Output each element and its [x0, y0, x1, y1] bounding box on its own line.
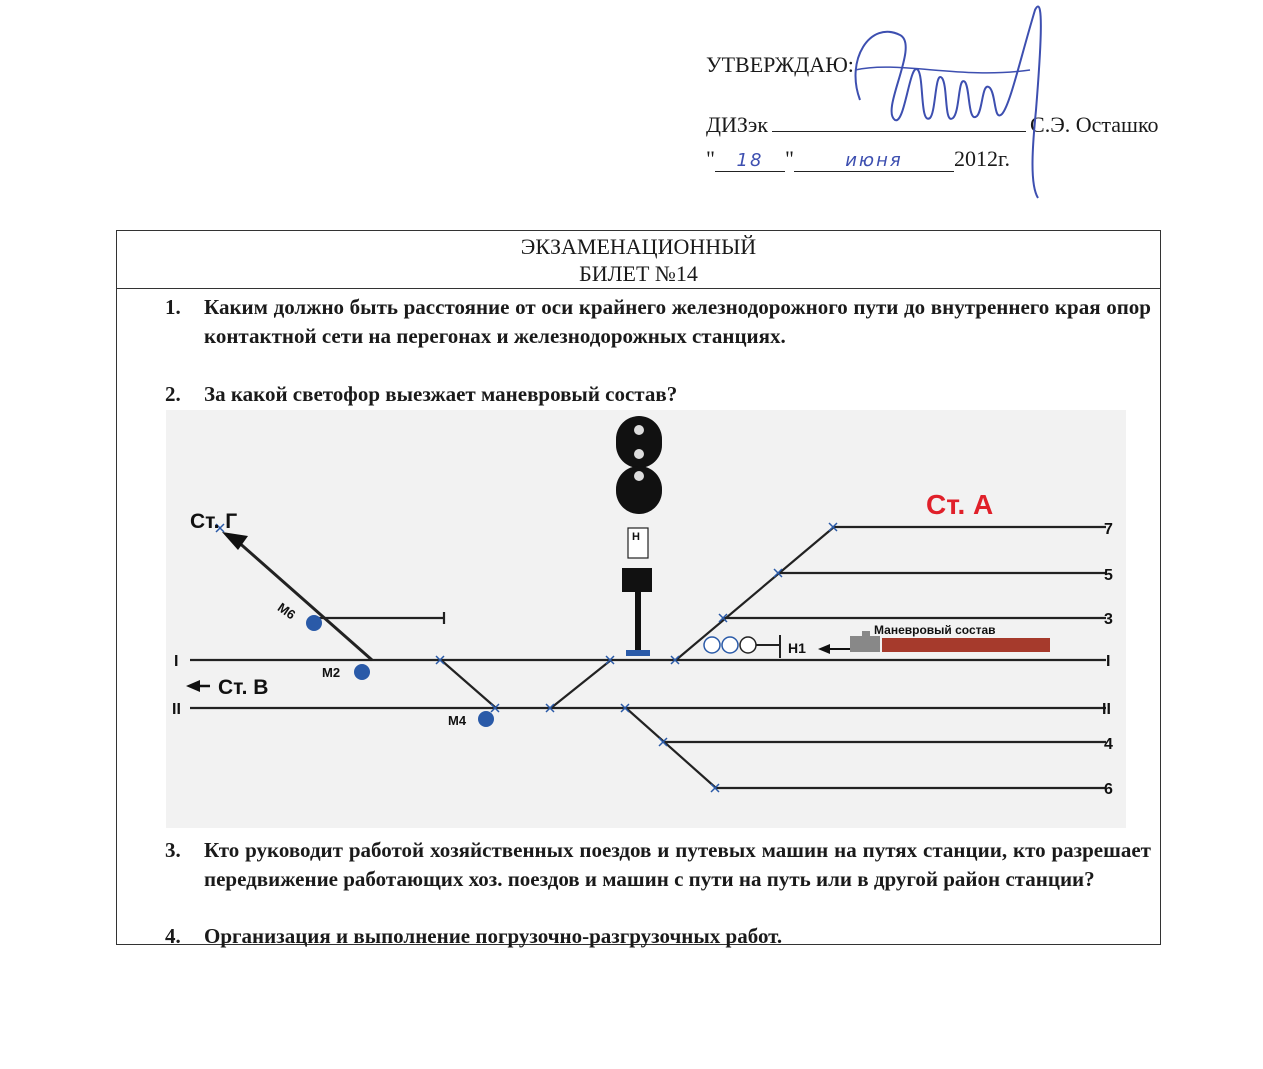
signal-n1: Н1 [703, 635, 806, 658]
station-v-label: Ст. В [218, 676, 268, 699]
quote-open: " [706, 146, 715, 171]
joint-marks [215, 522, 838, 793]
crossover-left [440, 659, 497, 709]
question-text: Кто руководит работой хозяйственных поез… [204, 838, 1151, 891]
signal-m2-label: М2 [322, 665, 340, 680]
crossover-mid [550, 659, 612, 709]
question-number: 3. [165, 838, 181, 862]
signal-m2-lamp [354, 664, 370, 680]
signal-n1-label: Н1 [788, 640, 806, 656]
track-label-1-right: I [1106, 653, 1110, 670]
approval-day: 18 [714, 150, 785, 172]
main-signal-label: Н [632, 531, 640, 543]
arrow-to-v [186, 680, 200, 692]
signal-m6-lamp [306, 615, 322, 631]
approval-signer-line: ДИЗэк С.Э. Осташко [706, 112, 1159, 138]
signature-blank [772, 113, 1027, 132]
station-track-diagram: Ст. А Ст. Г Ст. В I I II II 7 5 3 4 6 Н … [166, 410, 1126, 828]
track-label-7: 7 [1104, 521, 1113, 538]
question-4: 4. Организация и выполнение погрузочно-р… [165, 922, 1151, 951]
question-3: 3. Кто руководит работой хозяйственных п… [165, 836, 1151, 894]
track-label-4: 4 [1104, 736, 1113, 753]
signal-m4-label: М4 [448, 713, 467, 728]
ticket-heading-line2: БИЛЕТ №14 [579, 261, 698, 286]
track-label-2-left: II [172, 701, 181, 718]
question-text: Каким должно быть расстояние от оси край… [204, 295, 1151, 348]
ticket-heading-line1: ЭКЗАМЕНАЦИОННЫЙ [520, 234, 757, 259]
branch-to-g [235, 538, 373, 662]
question-number: 1. [165, 295, 181, 319]
main-signal: Н [616, 416, 662, 656]
shunting-consist: Маневровый состав [850, 623, 1050, 652]
question-number: 4. [165, 924, 181, 948]
question-text: За какой светофор выезжает маневровый со… [204, 382, 678, 406]
handwritten-signature [854, 5, 1042, 199]
approval-title: УТВЕРЖДАЮ: [706, 52, 854, 77]
track-label-1-left: I [174, 653, 178, 670]
track-ladder-lower [625, 707, 717, 789]
exam-ticket: ЭКЗАМЕНАЦИОННЫЙ БИЛЕТ №14 1. Каким должн… [116, 230, 1161, 948]
approval-month: июня [793, 150, 954, 172]
question-text: Организация и выполнение погрузочно-разг… [204, 924, 783, 948]
arrow-to-g [222, 532, 248, 550]
question-number: 2. [165, 382, 181, 406]
track-label-2-right: II [1102, 701, 1111, 718]
signal-m4-lamp [478, 711, 494, 727]
question-2: 2. За какой светофор выезжает маневровый… [165, 380, 1151, 409]
approval-year: 2012г. [953, 146, 1011, 171]
ticket-heading: ЭКЗАМЕНАЦИОННЫЙ БИЛЕТ №14 [117, 231, 1160, 289]
track-ladder-right [675, 526, 835, 661]
track-label-3: 3 [1104, 611, 1113, 628]
question-1: 1. Каким должно быть расстояние от оси к… [165, 293, 1151, 351]
approval-name: С.Э. Осташко [1030, 112, 1159, 137]
consist-label: Маневровый состав [874, 623, 996, 637]
approval-position: ДИЗэк [706, 112, 769, 137]
tracks [190, 525, 1106, 790]
quote-close: " [784, 146, 794, 171]
station-a-label: Ст. А [926, 489, 993, 520]
station-g-label: Ст. Г [190, 510, 237, 533]
track-label-6: 6 [1104, 781, 1113, 798]
track-label-5: 5 [1104, 567, 1113, 584]
